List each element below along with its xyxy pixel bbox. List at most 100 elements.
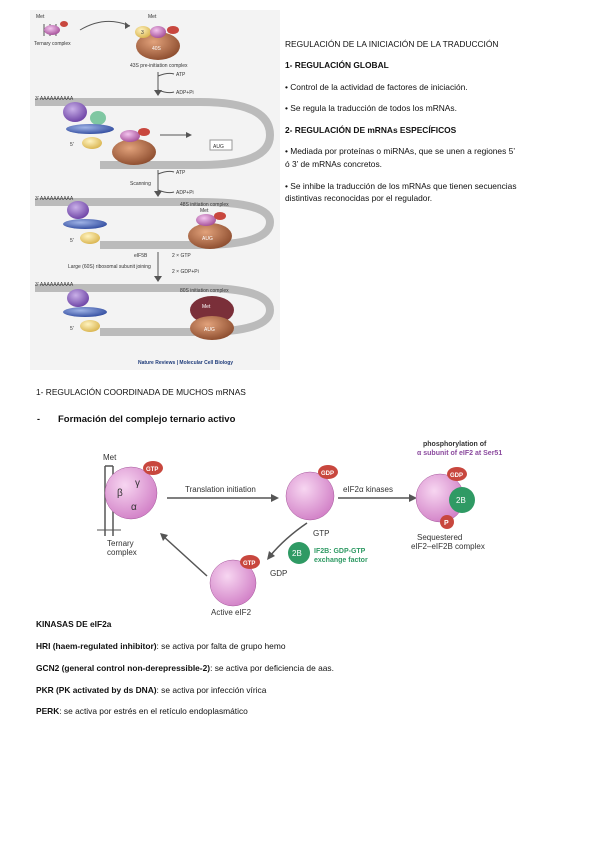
40s-label: 40S	[152, 46, 162, 52]
met-label: Met	[36, 14, 45, 20]
pkr-desc: : se activa por infección vírica	[156, 685, 267, 695]
gdp-badge-shape	[318, 465, 338, 479]
exchange-factor-label-1: IF2B: GDP-GTP	[314, 548, 366, 555]
global-regulation-heading: 1- REGULACIÓN GLOBAL	[285, 60, 389, 70]
perk-desc: : se activa por estrés en el retículo en…	[59, 706, 248, 716]
arrowhead	[154, 276, 162, 282]
aug-label-2: AUG	[202, 236, 213, 242]
met-label-3: Met	[200, 208, 209, 214]
return-arrow	[162, 535, 208, 577]
bullet-2: • Se regula la traducción de todos los m…	[285, 103, 457, 113]
48s-complex-label: 48S initiation complex	[180, 202, 229, 208]
scanning-label: Scanning	[130, 181, 151, 187]
gamma-label: γ	[135, 478, 140, 489]
five-prime-label-1: 5'	[70, 142, 74, 148]
kinases-label: eIF2α kinases	[343, 485, 393, 494]
figure-source: Nature Reviews | Molecular Cell Biology	[138, 360, 233, 366]
met-label-4: Met	[202, 304, 211, 310]
perk-line: PERK: se activa por estrés en el retícul…	[36, 706, 248, 717]
met-label-2: Met	[148, 14, 157, 20]
hri-desc: : se activa por falta de grupo hemo	[156, 641, 286, 651]
alpha-label: α	[131, 502, 137, 513]
gtp-badge: GTP	[146, 467, 158, 473]
polya-label-2: 3' AAAAAAAAAA	[35, 196, 74, 202]
eif2-cycle-figure: Met GTP β γ α Ternary complex Translatio…	[97, 441, 502, 617]
eif2b-badge: 2B	[456, 496, 466, 505]
gtp-badge-shape	[240, 555, 260, 569]
hri-term: HRI (haem-regulated inhibitor)	[36, 641, 157, 651]
arrowhead	[154, 191, 162, 197]
sequestered-label-2: eIF2–eIF2B complex	[411, 542, 485, 551]
gtp-in-label: GTP	[313, 529, 329, 538]
43s-complex-label: 43S pre-initiation complex	[130, 63, 188, 69]
pkr-line: PKR (PK activated by ds DNA): se activa …	[36, 685, 266, 696]
aug-label-3: AUG	[204, 327, 215, 333]
active-eif2	[209, 559, 257, 607]
gdp-2x-label: 2 × GDP+Pi	[172, 269, 199, 275]
arrowhead	[125, 22, 130, 29]
adp-label-1: ADP+Pi	[176, 90, 194, 96]
bullet-4-line-2: distintivas reconocidas por el regulador…	[285, 193, 433, 203]
ternary-label: Ternary	[107, 539, 134, 548]
arrowhead	[160, 533, 168, 541]
arrowhead	[267, 551, 275, 560]
gcn2-term: GCN2 (general control non-derepressible-…	[36, 663, 211, 673]
five-prime-label-3: 5'	[70, 326, 74, 332]
adp-label-2: ADP+Pi	[176, 190, 194, 196]
ternary-complex-label: Ternary complex	[34, 41, 71, 47]
mrna-loop-3	[35, 284, 275, 340]
sequestered-complex	[415, 467, 475, 529]
atp-arrow-2	[157, 170, 175, 194]
phosphate-badge: P	[444, 520, 449, 527]
gtp-badge-3: GTP	[243, 561, 255, 567]
bullet-1: • Control de la actividad de factores de…	[285, 82, 468, 92]
arrowhead	[154, 90, 162, 96]
ternary-complex-diagram	[97, 461, 163, 536]
gdp-badge: GDP	[321, 471, 334, 477]
active-eif2-label: Active eIF2	[211, 608, 252, 617]
aug-label-1: AUG	[213, 144, 224, 150]
sequestered-label-1: Sequestered	[417, 533, 462, 542]
coordinated-regulation-item: 1- REGULACIÓN COORDINADA DE MUCHOS mRNAS	[36, 387, 246, 397]
kinases-title: KINASAS DE eIF2a	[36, 619, 112, 629]
gdp-out-label: GDP	[270, 569, 287, 578]
five-prime-label-2: 5'	[70, 238, 74, 244]
ternary-formation-heading: Formación del complejo ternario activo	[58, 414, 236, 425]
polya-label-1: 3' AAAAAAAAAA	[35, 96, 74, 102]
atp-label-1: ATP	[176, 72, 186, 78]
arrowhead	[271, 494, 279, 502]
eif2b-badge-2: 2B	[292, 549, 302, 558]
bullet-3-line-2: ó 3’ de mRNAs concretos.	[285, 159, 382, 169]
specific-regulation-heading: 2- REGULACIÓN DE mRNAs ESPECÍFICOS	[285, 125, 457, 135]
mrna-loop-1	[35, 98, 275, 169]
beta-label: β	[117, 488, 123, 499]
large-subunit-label: Large (60S) ribosomal subunit joining	[68, 264, 151, 270]
80s-complex-label: 80S initiation complex	[180, 288, 229, 294]
atp-label-2: ATP	[176, 170, 186, 176]
gcn2-desc: : se activa por deficiencia de aas.	[210, 663, 334, 673]
phosphorylation-label-1: phosphorylation of	[423, 441, 487, 448]
translation-initiation-label: Translation initiation	[185, 485, 256, 494]
pre-initiation-complex-43s	[135, 26, 180, 60]
mrna-loop-2	[35, 198, 275, 249]
eif5b-label: eIF5B	[134, 253, 148, 259]
pkr-term: PKR (PK activated by ds DNA)	[36, 685, 157, 695]
section-heading: REGULACIÓN DE LA INICIACIÓN DE LA TRADUC…	[285, 39, 499, 49]
translation-initiation-figure: Met Ternary complex Met 3 40S 43S pre-in…	[30, 10, 280, 370]
polya-label-3: 3' AAAAAAAAAA	[35, 282, 74, 288]
eif3-label: 3	[141, 30, 144, 36]
exchange-factor-label-2: exchange factor	[314, 557, 368, 564]
bullet-3-line-1: • Mediada por proteínas o miRNAs, que se…	[285, 146, 516, 156]
gtp-2x-label: 2 × GTP	[172, 253, 191, 259]
hri-line: HRI (haem-regulated inhibitor): se activ…	[36, 641, 285, 652]
complex-label: complex	[107, 548, 137, 557]
phosphorylation-label-2: α subunit of eIF2 at Ser51	[417, 450, 502, 457]
ternary-complex-icon	[43, 21, 68, 36]
eif2b-factor	[288, 542, 310, 564]
item-dash: -	[37, 414, 40, 424]
arrowhead	[409, 494, 417, 502]
bullet-4-line-1: • Se inhibe la traducción de los mRNAs q…	[285, 181, 517, 191]
gcn2-line: GCN2 (general control non-derepressible-…	[36, 663, 334, 674]
eif2-gdp	[285, 471, 335, 521]
atp-arrow-1	[157, 72, 175, 94]
